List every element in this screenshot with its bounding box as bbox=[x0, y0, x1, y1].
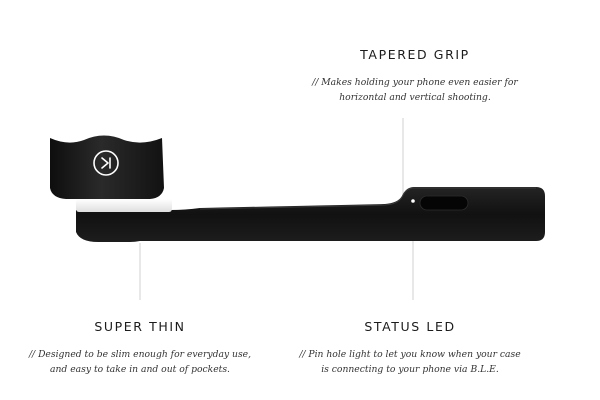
super-thin-callout: SUPER THIN // Designed to be slim enough… bbox=[20, 319, 260, 377]
moment-logo-icon bbox=[101, 157, 111, 169]
moment-logo-ring bbox=[93, 150, 119, 176]
lens-housing bbox=[50, 135, 164, 199]
tapered-grip-callout: TAPERED GRIP // Makes holding your phone… bbox=[300, 47, 530, 105]
tapered-grip-desc-line-1: // Makes holding your phone even easier … bbox=[312, 77, 518, 88]
status-led-desc-line-1: // Pin hole light to let you know when y… bbox=[299, 349, 521, 360]
super-thin-description: // Designed to be slim enough for everyd… bbox=[20, 348, 260, 377]
case-top-highlight bbox=[199, 187, 536, 210]
status-led-description: // Pin hole light to let you know when y… bbox=[285, 348, 535, 377]
super-thin-desc-line-2: and easy to take in and out of pockets. bbox=[50, 363, 230, 375]
super-thin-desc-line-1: // Designed to be slim enough for everyd… bbox=[28, 349, 252, 360]
tapered-grip-title: TAPERED GRIP bbox=[360, 47, 470, 62]
status-led-pinhole bbox=[411, 199, 415, 203]
tapered-grip-description: // Makes holding your phone even easier … bbox=[300, 76, 530, 105]
tapered-grip-desc-line-2: horizontal and vertical shooting. bbox=[339, 91, 491, 103]
status-led-desc-line-2: is connecting to your phone via B.L.E. bbox=[321, 363, 499, 375]
status-led-title: STATUS LED bbox=[364, 319, 456, 334]
super-thin-title: SUPER THIN bbox=[94, 319, 186, 334]
shutter-button bbox=[419, 195, 469, 211]
lens-mount-plate bbox=[76, 199, 172, 212]
status-led-callout: STATUS LED // Pin hole light to let you … bbox=[285, 319, 535, 377]
